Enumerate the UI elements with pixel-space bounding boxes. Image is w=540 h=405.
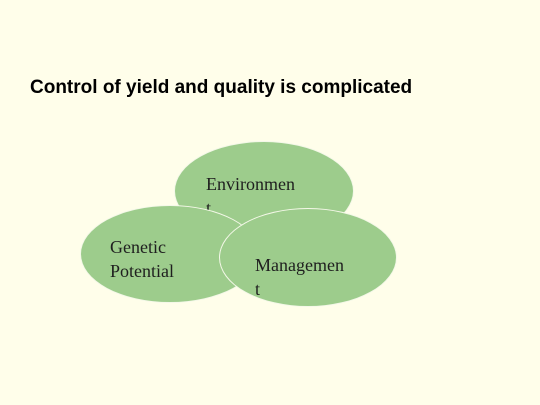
genetic-label-line2: Potential [110,261,174,281]
environment-label-line2: t [206,198,212,212]
genetic-potential-label: Genetic Potential [110,235,240,285]
management-label: Managemen t [255,253,385,303]
genetic-label-line1: Genetic [110,237,166,257]
management-ellipse [219,208,397,307]
slide-title: Control of yield and quality is complica… [30,77,413,98]
management-label-line2: t [255,279,261,299]
management-label-line1: Managemen [255,255,344,275]
environment-label-line1: Environmen [206,174,295,194]
environment-label: Environmen t [206,172,336,212]
